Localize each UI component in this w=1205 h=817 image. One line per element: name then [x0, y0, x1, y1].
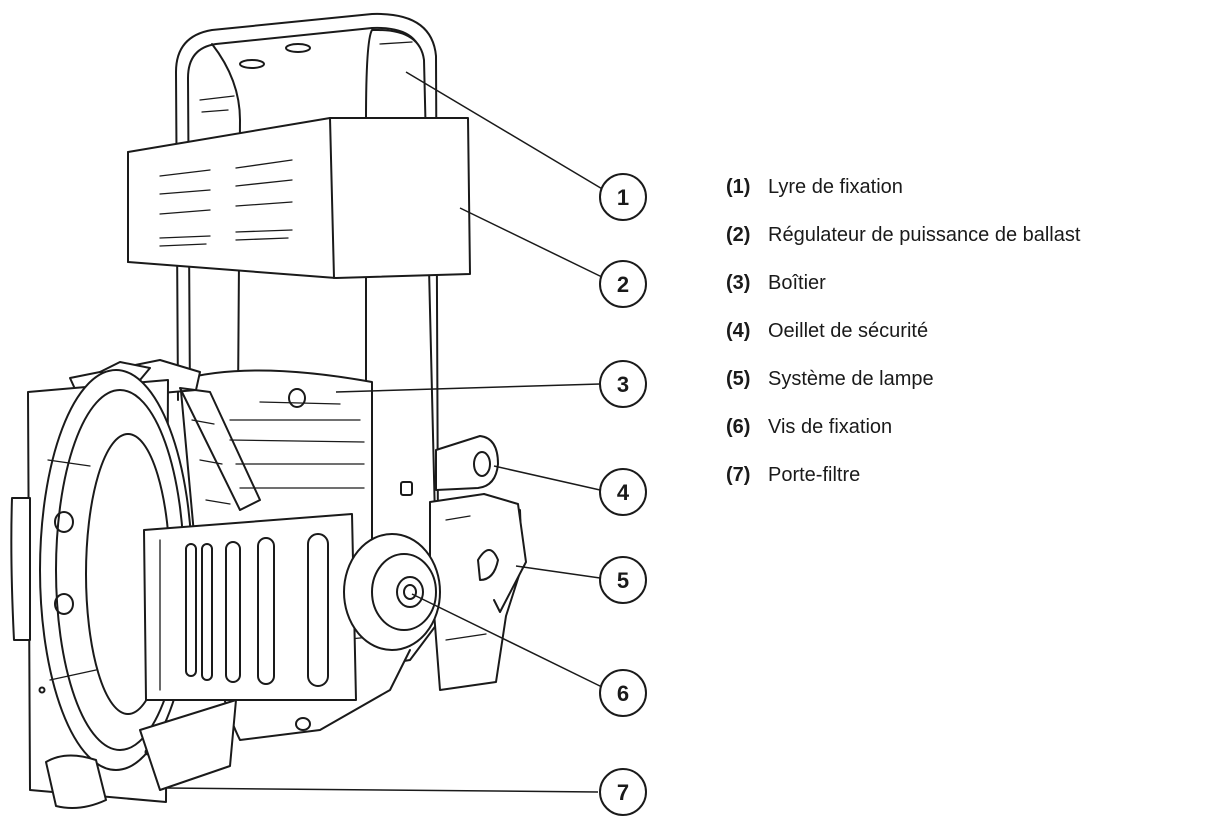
- svg-text:5: 5: [617, 568, 629, 593]
- callout-markers: 1 2 3 4 5 6 7: [599, 173, 647, 816]
- svg-text:6: 6: [617, 681, 629, 706]
- svg-text:4: 4: [617, 480, 630, 505]
- callout-marker-5: 5: [599, 556, 647, 604]
- legend-label: Régulateur de puissance de ballast: [768, 224, 1081, 246]
- legend-item-3: (3) Boîtier: [726, 267, 1196, 315]
- legend-number: (7): [726, 464, 751, 486]
- legend-item-1: (1) Lyre de fixation: [726, 171, 1196, 219]
- legend-label: Système de lampe: [768, 368, 934, 390]
- lamp-system: [429, 493, 527, 691]
- legend-label: Lyre de fixation: [768, 176, 903, 198]
- callout-marker-4: 4: [599, 468, 647, 516]
- legend-label: Vis de fixation: [768, 416, 893, 438]
- legend-item-2: (2) Régulateur de puissance de ballast: [726, 219, 1196, 267]
- legend-number: (6): [726, 416, 751, 438]
- callout-marker-7: 7: [599, 768, 647, 816]
- legend-item-5: (5) Système de lampe: [726, 363, 1196, 411]
- callout-marker-6: 6: [599, 669, 647, 717]
- safety-eyelet: [435, 435, 499, 491]
- legend-number: (5): [726, 368, 751, 390]
- legend-label: Boîtier: [768, 272, 826, 294]
- legend-number: (2): [726, 224, 751, 246]
- svg-text:2: 2: [617, 272, 629, 297]
- ballast-box: [127, 117, 471, 279]
- callout-marker-2: 2: [599, 260, 647, 308]
- parts-legend: (1) Lyre de fixation (2) Régulateur de pui…: [726, 171, 1196, 507]
- legend-item-7: (7) Porte-filtre: [726, 459, 1196, 507]
- filter-holder: [10, 369, 237, 809]
- louver-shroud: [143, 513, 357, 701]
- leader-lines: [165, 71, 605, 793]
- legend-number: (4): [726, 320, 751, 342]
- callout-marker-3: 3: [599, 360, 647, 408]
- svg-text:7: 7: [617, 780, 629, 805]
- callout-marker-1: 1: [599, 173, 647, 221]
- svg-text:1: 1: [617, 185, 629, 210]
- legend-number: (3): [726, 272, 751, 294]
- legend-item-4: (4) Oeillet de sécurité: [726, 315, 1196, 363]
- pivot-knob: [343, 533, 441, 651]
- svg-text:3: 3: [617, 372, 629, 397]
- legend-number: (1): [726, 176, 751, 198]
- legend-label: Porte-filtre: [768, 464, 861, 486]
- legend-item-6: (6) Vis de fixation: [726, 411, 1196, 459]
- legend-label: Oeillet de sécurité: [768, 320, 929, 342]
